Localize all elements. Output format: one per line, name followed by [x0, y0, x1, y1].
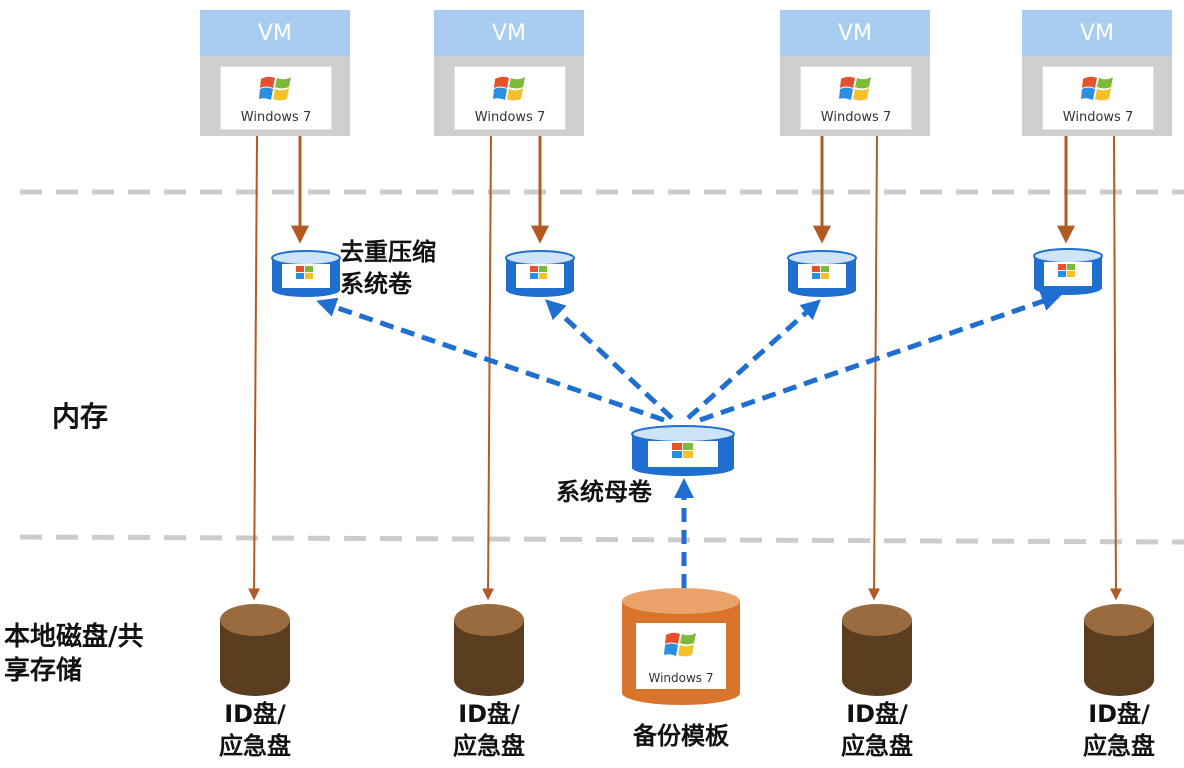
vm3-to-iddisk-arrow — [868, 134, 881, 601]
id-disk-label-line1: ID盘/ — [458, 700, 520, 728]
backup-template-label: 备份模板 — [633, 722, 729, 750]
dedupe-label-line1: 去重压缩 — [340, 238, 436, 266]
dedupe-volume-2[interactable] — [504, 250, 576, 298]
id-disk-label-line2: 应急盘 — [219, 732, 291, 760]
vm-header: VM — [1022, 10, 1172, 56]
parent-to-volume1-arrow — [316, 297, 665, 423]
windows7-logo: Windows 7 — [636, 623, 726, 689]
parent-volume[interactable] — [630, 425, 736, 479]
storage-label-line1: 本地磁盘/共 — [4, 622, 144, 652]
windows-flag-icon — [1081, 76, 1113, 101]
id-disk-2[interactable] — [452, 602, 526, 698]
id-disk-label-line1: ID盘/ — [1088, 700, 1150, 728]
windows-flag-icon — [259, 76, 291, 101]
parent-to-volume3-arrow — [686, 299, 821, 420]
windows-label: Windows 7 — [648, 671, 714, 685]
vm-box-4[interactable]: VM Windows 7 — [1022, 10, 1172, 136]
vm-box-1[interactable]: VM Windows 7 — [200, 10, 350, 136]
dedupe-volume-1[interactable] — [270, 250, 342, 298]
id-disk-4[interactable] — [1082, 602, 1156, 698]
windows7-logo: Windows 7 — [220, 66, 332, 130]
separator-bottom — [19, 534, 1184, 545]
windows-flag-icon — [839, 76, 871, 101]
storage-label-line2: 享存储 — [4, 656, 83, 686]
dedupe-volume-label: 去重压缩 系统卷 — [340, 236, 436, 300]
id-disk-label-3: ID盘/ 应急盘 — [822, 698, 932, 762]
vm2-to-iddisk-arrow — [482, 134, 495, 601]
id-disk-label-line2: 应急盘 — [841, 732, 913, 760]
id-disk-label-line1: ID盘/ — [846, 700, 908, 728]
windows7-logo: Windows 7 — [454, 66, 566, 130]
parent-to-volume4-arrow — [699, 291, 1062, 423]
id-disk-label-line2: 应急盘 — [453, 732, 525, 760]
vm-box-3[interactable]: VM Windows 7 — [780, 10, 930, 136]
vm4-to-iddisk-arrow — [1109, 134, 1122, 601]
windows-label: Windows 7 — [474, 110, 546, 125]
dedupe-volume-3[interactable] — [786, 250, 858, 298]
dedupe-volume-4[interactable] — [1032, 248, 1104, 296]
vm1-to-iddisk-arrow — [248, 134, 261, 601]
windows-flag-icon — [664, 632, 696, 657]
windows-label: Windows 7 — [820, 110, 892, 125]
vm-header: VM — [780, 10, 930, 56]
id-disk-3[interactable] — [840, 602, 914, 698]
id-disk-label-line2: 应急盘 — [1083, 732, 1155, 760]
vm-header: VM — [434, 10, 584, 56]
id-disk-label-2: ID盘/ 应急盘 — [434, 698, 544, 762]
id-disk-label-line1: ID盘/ — [224, 700, 286, 728]
id-disk-1[interactable] — [218, 602, 292, 698]
vm-box-2[interactable]: VM Windows 7 — [434, 10, 584, 136]
id-disk-label-4: ID盘/ 应急盘 — [1064, 698, 1174, 762]
windows7-logo: Windows 7 — [1042, 66, 1154, 130]
windows-label: Windows 7 — [240, 110, 312, 125]
dedupe-label-line2: 系统卷 — [340, 270, 412, 298]
memory-layer-label: 内存 — [52, 400, 109, 433]
parent-volume-label: 系统母卷 — [556, 478, 652, 506]
windows-label: Windows 7 — [1062, 110, 1134, 125]
storage-layer-label: 本地磁盘/共 享存储 — [4, 620, 144, 688]
windows-flag-icon — [493, 76, 525, 101]
backup-template-disk[interactable]: Windows 7 — [620, 585, 742, 707]
parent-to-volume2-arrow — [545, 299, 674, 420]
windows7-logo: Windows 7 — [800, 66, 912, 130]
id-disk-label-1: ID盘/ 应急盘 — [200, 698, 310, 762]
vm-header: VM — [200, 10, 350, 56]
